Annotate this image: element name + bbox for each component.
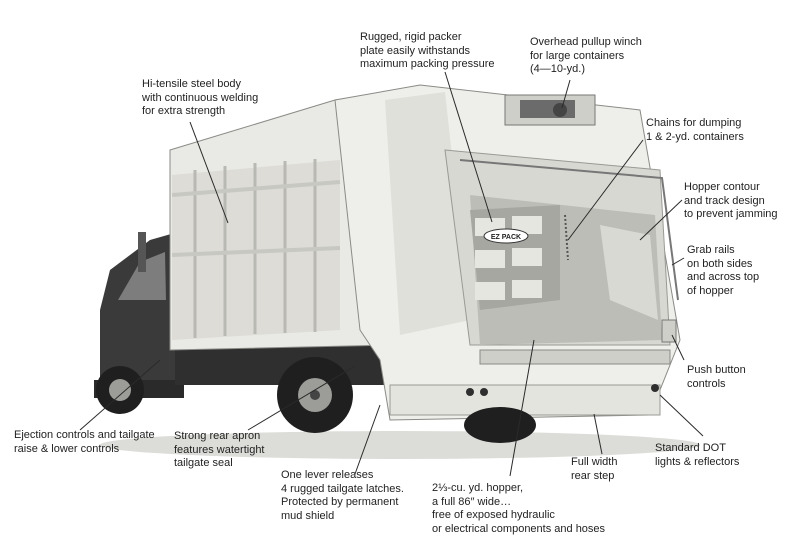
rear-wheel <box>277 357 353 433</box>
tail-lights <box>466 384 659 396</box>
callout-line: raise & lower controls <box>14 442 120 455</box>
dump-chains <box>564 214 569 261</box>
callout-line: Overhead pullup winch <box>530 36 642 48</box>
callout-line: lights & reflectors <box>655 455 740 468</box>
callout-line: free of exposed hydraulic <box>432 509 555 521</box>
callout-line: Standard DOT <box>655 442 726 454</box>
packer-plate <box>475 216 542 300</box>
callout-line: to prevent jamming <box>684 208 778 220</box>
callout-line: Rugged, rigid packer <box>360 31 462 43</box>
callout-line: with continuous welding <box>142 91 259 104</box>
leader-winch <box>561 79 571 109</box>
leader-rear-step <box>593 413 603 455</box>
callout-line: Hi-tensile steel body <box>142 78 242 90</box>
callout-hopper-size: 2⅓-cu. yd. hopper,a full 86″ wide…free o… <box>432 482 605 536</box>
callout-line: (4—10-yd.) <box>530 63 586 75</box>
leader-lever-latches <box>354 404 381 475</box>
callout-line: Grab rails <box>687 244 735 256</box>
overhead-winch <box>504 94 596 126</box>
callout-line: 4 rugged tailgate latches. <box>281 482 404 495</box>
ground-shadow <box>100 431 700 459</box>
callout-line: Protected by permanent <box>281 496 399 508</box>
callout-line: rear step <box>571 469 615 482</box>
callout-line: controls <box>687 377 726 390</box>
callout-line: 2⅓-cu. yd. hopper, <box>432 482 524 494</box>
leader-steel-body <box>189 121 229 224</box>
callout-line: on both sides <box>687 257 753 270</box>
callout-line: Strong rear apron <box>174 430 261 442</box>
leader-packer-plate <box>444 71 493 223</box>
callout-line: features watertight <box>174 443 265 456</box>
leader-hopper-size <box>509 339 535 477</box>
compactor-body <box>169 91 396 351</box>
callout-line: for extra strength <box>142 105 226 117</box>
callout-line: Push button <box>687 364 746 376</box>
callout-line: tailgate seal <box>174 457 233 469</box>
callout-line: for large containers <box>530 49 625 62</box>
callout-line: mud shield <box>281 509 335 522</box>
leader-ejection-controls <box>79 359 161 431</box>
leader-rear-apron <box>247 365 356 431</box>
rear-wheel-far <box>464 407 536 443</box>
callout-line: a full 86″ wide… <box>432 495 512 508</box>
leader-grab-rails <box>671 257 685 266</box>
callout-line: Full width <box>571 456 618 468</box>
callout-line: or electrical components and hoses <box>432 522 606 535</box>
callout-line: plate easily withstands <box>360 44 471 57</box>
callout-line: One lever releases <box>281 469 374 481</box>
leader-dot-lights <box>659 394 704 437</box>
callout-line: and across top <box>687 271 760 283</box>
callout-line: Hopper contour <box>684 181 760 193</box>
callout-line: and track design <box>684 194 765 207</box>
callout-line: of hopper <box>687 284 734 297</box>
nameplate-badge <box>483 228 529 244</box>
callout-line: Chains for dumping <box>646 117 742 129</box>
leader-push-button <box>671 334 685 361</box>
tailgate: EZ PACK <box>334 84 681 421</box>
callout-line: 1 & 2-yd. containers <box>646 130 744 143</box>
leader-hopper-contour <box>639 199 683 241</box>
rear-step <box>479 349 671 365</box>
leader-chains <box>567 139 644 241</box>
callout-line: Ejection controls and tailgate <box>14 429 155 441</box>
front-wheel <box>96 366 144 414</box>
callout-line: maximum packing pressure <box>360 58 495 70</box>
grab-rail <box>459 159 679 301</box>
leader-lines <box>79 71 704 477</box>
nameplate-text: EZ PACK <box>491 234 521 241</box>
